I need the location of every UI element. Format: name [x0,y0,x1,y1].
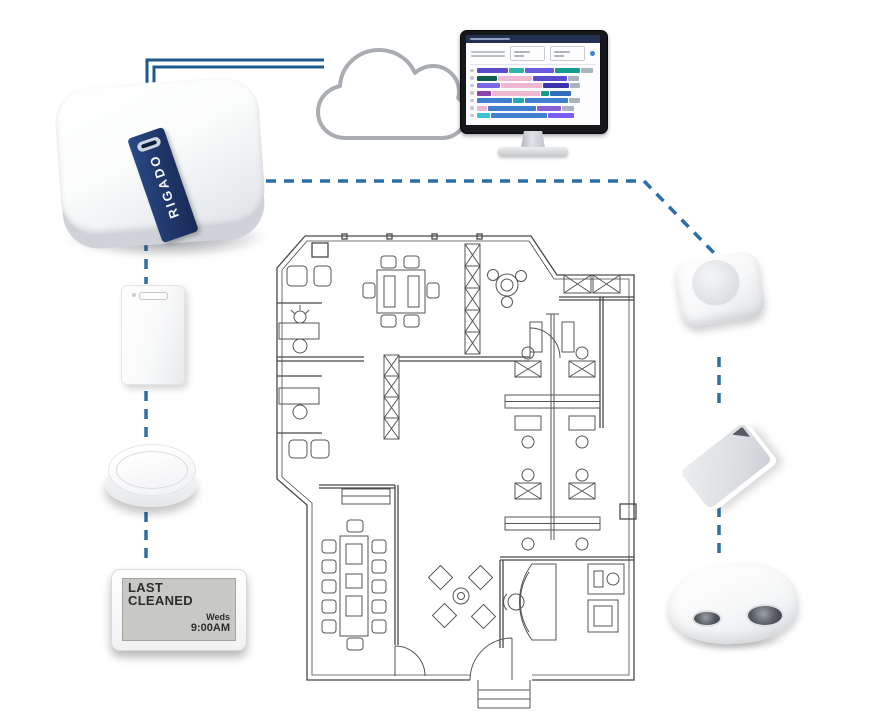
dashboard-bar-row [470,68,596,73]
gateway-device: RIGADO [52,74,270,258]
button-ring [116,451,188,489]
beacon-card-corner [732,427,750,445]
left-offices [278,265,332,459]
e-ink-display: LAST CLEANED Weds 9:00AM [111,569,247,655]
dashboard-header-bar [466,35,600,43]
monitor-stand-base [498,147,568,156]
gateway-port-icon [136,135,162,153]
door-sensor-led [132,293,136,297]
monitor-screen [466,35,600,125]
ceiling-occupancy-sensor [664,559,806,658]
display-day: Weds [206,612,230,622]
display-text-line1: LAST [128,580,164,595]
floor-plan [276,233,637,709]
motion-sensor [673,249,768,336]
dashboard-bars [466,66,600,118]
dashboard-bar-row [470,90,596,96]
occupancy-lens-icon [692,610,722,627]
floor-plan-walls [276,233,637,681]
floor-plan-doors [394,327,561,709]
floor-plan-columns [383,243,481,440]
display-text-line2: CLEANED [128,593,193,608]
monitor-stand-neck [521,131,545,148]
dashboard-divider [470,64,596,65]
kitchen-area [587,563,625,633]
x-tables [563,274,621,294]
private-office [503,563,557,641]
door-sensor-slot [139,292,168,300]
dashboard-bar-row [470,83,596,88]
round-table-group [487,269,527,308]
dashboard-bar-row [470,75,596,81]
help-icon [590,51,595,56]
display-time: 9:00AM [190,622,230,634]
cubicle-pods [504,313,601,551]
display-screen: LAST CLEANED Weds 9:00AM [122,578,236,641]
door-sensor-body [121,285,185,385]
occupancy-sensor-body [665,559,801,649]
smart-button [104,444,200,510]
dashboard-toolbar [466,43,600,63]
occupancy-lens-icon [746,604,784,627]
conference-table-small [362,255,440,328]
cloud-icon [316,48,468,140]
dashboard-bar-row [470,113,596,118]
conference-room-large [321,488,391,651]
dashboard-card [510,46,545,61]
door-window-sensor [121,285,187,387]
beacon-card [676,418,773,514]
dashboard-bar-row [470,98,596,103]
dashboard-monitor [460,30,610,165]
dashboard-bar-row [470,105,596,111]
dashboard-card [550,46,585,61]
dashboard-legend-lines [471,50,505,57]
lounge-area [427,564,497,630]
beacon-card-body [679,422,773,510]
